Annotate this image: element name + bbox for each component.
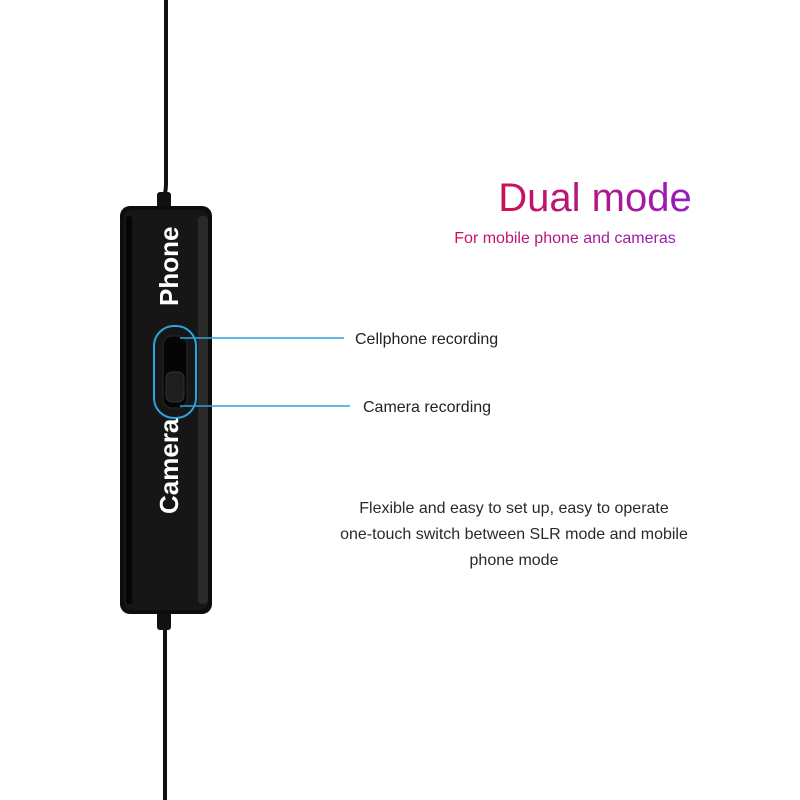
device-label-phone: Phone	[154, 227, 184, 306]
mode-switch[interactable]	[153, 325, 197, 419]
callout-label-cellphone: Cellphone recording	[355, 331, 499, 348]
cable-strain-relief-top	[157, 192, 171, 210]
cable-top	[158, 0, 168, 207]
description-line: Flexible and easy to set up, easy to ope…	[359, 500, 669, 517]
device-label-camera: Camera	[154, 418, 184, 514]
description-line: one-touch switch between SLR mode and mo…	[340, 526, 688, 543]
feature-description: Flexible and easy to set up, easy to ope…	[290, 496, 738, 574]
description-line: phone mode	[469, 552, 559, 569]
callout-label-camera: Camera recording	[363, 399, 492, 416]
switch-highlight-outline	[153, 325, 197, 419]
callout-lines	[180, 337, 350, 407]
switch-knob[interactable]	[165, 371, 185, 403]
page-subtitle: For mobile phone and cameras	[405, 228, 725, 250]
page-title: Dual mode	[470, 172, 720, 224]
device-body	[120, 206, 212, 614]
